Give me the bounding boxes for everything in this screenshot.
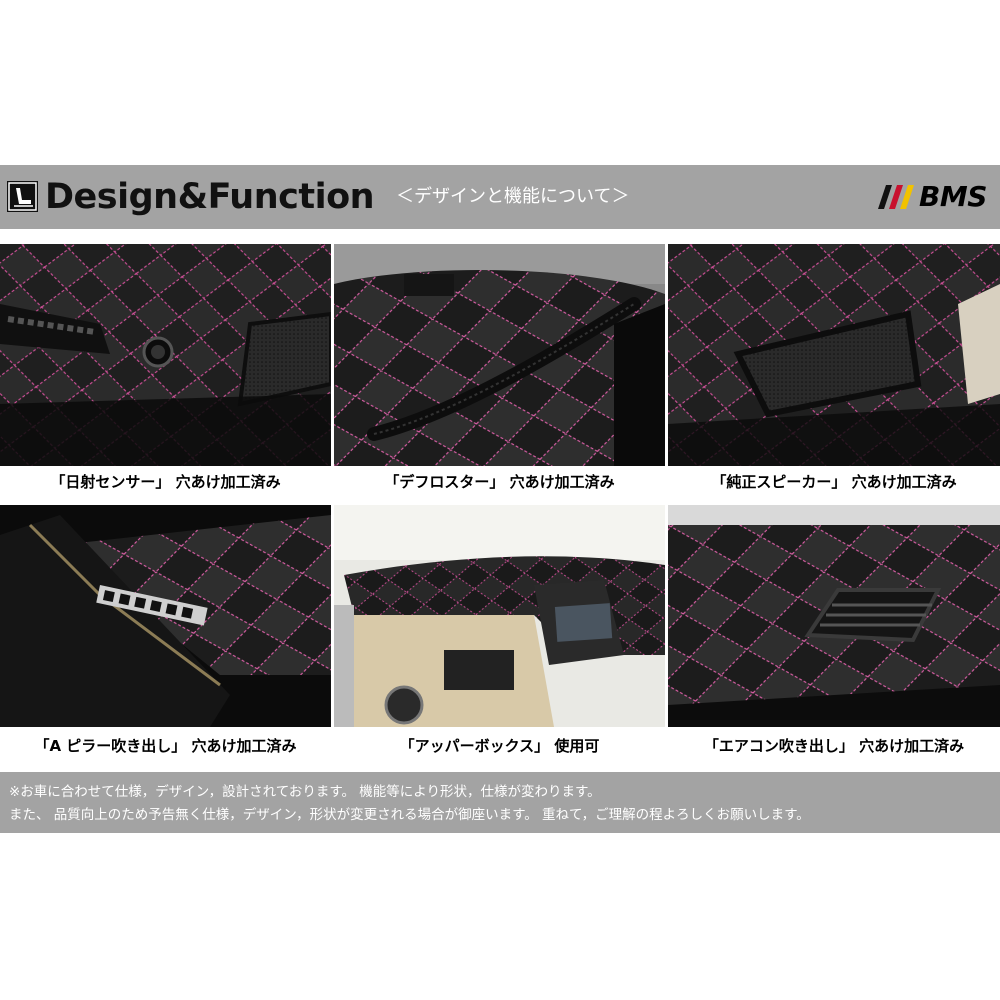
panel-caption-aircon: 「エアコン吹き出し」 穴あけ加工済み: [703, 737, 965, 755]
note-line-2: また、 品質向上のため予告無く仕様，デザイン，形状が変更される場合が御座います。…: [9, 807, 810, 823]
panel-caption-a-pillar: 「A ピラー吹き出し」 穴あけ加工済み: [34, 737, 297, 755]
page-subtitle: ＜デザインと機能について＞: [396, 186, 630, 207]
dashboard-speaker-photo: [668, 244, 1000, 466]
page-title: Design&Function: [45, 177, 375, 217]
upper-box-photo: [334, 505, 665, 727]
brand-logo: BMS: [878, 179, 993, 215]
panel-caption-defroster: 「デフロスター」 穴あけ加工済み: [384, 473, 615, 491]
car-seat-emblem-icon: [7, 181, 38, 212]
aircon-vent-photo: [668, 505, 1000, 727]
header-band: Design&Function ＜デザインと機能について＞ BMS: [0, 165, 1000, 229]
notes-band: ※お車に合わせて仕様，デザイン，設計されております。 機能等により形状，仕様が変…: [0, 772, 1000, 833]
panel-caption-upper-box: 「アッパーボックス」 使用可: [399, 737, 600, 755]
panel-caption-sun-sensor: 「日射センサー」 穴あけ加工済み: [50, 473, 281, 491]
a-pillar-vent-photo: [0, 505, 331, 727]
panel-caption-speaker: 「純正スピーカー」 穴あけ加工済み: [711, 473, 957, 491]
dashboard-sun-sensor-photo: [0, 244, 331, 466]
brand-name: BMS: [919, 180, 987, 213]
dashboard-defroster-photo: [334, 244, 665, 466]
note-line-1: ※お車に合わせて仕様，デザイン，設計されております。 機能等により形状，仕様が変…: [9, 784, 601, 800]
brand-stripes-icon: [878, 185, 914, 209]
